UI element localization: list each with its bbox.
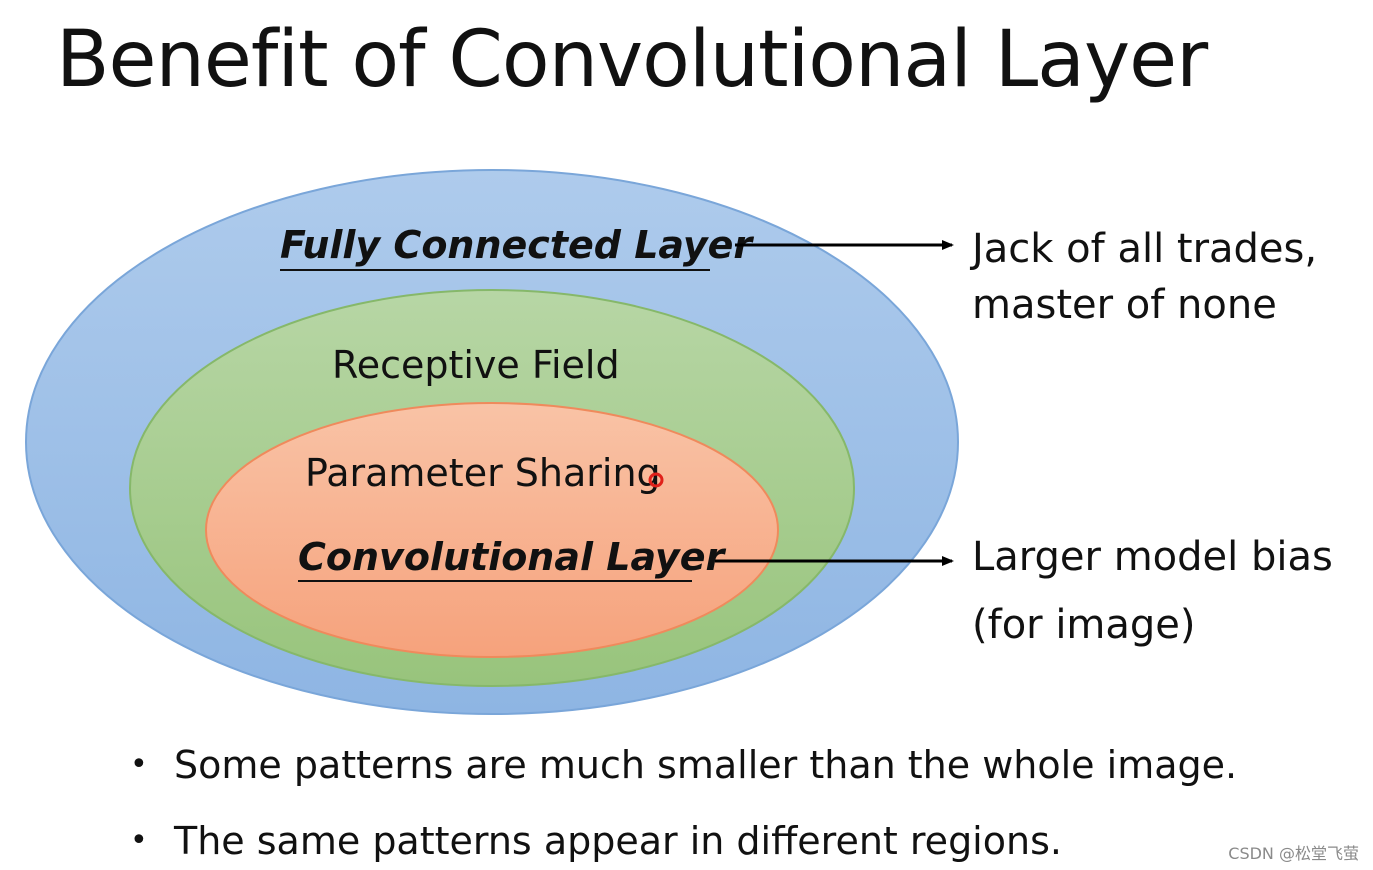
watermark: CSDN @松堂飞萤	[1228, 844, 1359, 863]
bullet-text: The same patterns appear in different re…	[174, 819, 1062, 863]
fully-connected-annotation-line1: Jack of all trades,	[969, 226, 1317, 272]
convolutional-ellipse	[205, 402, 779, 658]
bullet-text: Some patterns are much smaller than the …	[174, 743, 1238, 787]
bullet-item: • Some patterns are much smaller than th…	[130, 742, 1330, 788]
cursor-indicator	[648, 472, 664, 488]
fully-connected-label: Fully Connected Layer	[280, 223, 754, 267]
bullet-dot-icon: •	[130, 823, 148, 858]
bullet-item: • The same patterns appear in different …	[130, 818, 1330, 864]
bullet-dot-icon: •	[130, 747, 148, 782]
convolutional-annotation-line2: (for image)	[972, 602, 1196, 648]
fully-connected-annotation-line2: master of none	[972, 282, 1277, 328]
bullet-list: • Some patterns are much smaller than th…	[130, 742, 1330, 870]
parameter-sharing-label: Parameter Sharing	[305, 451, 661, 495]
convolutional-layer-label: Convolutional Layer	[298, 535, 726, 579]
receptive-field-label: Receptive Field	[332, 343, 620, 387]
slide-title: Benefit of Convolutional Layer	[56, 15, 1208, 105]
convolutional-annotation-line1: Larger model bias	[972, 534, 1333, 580]
